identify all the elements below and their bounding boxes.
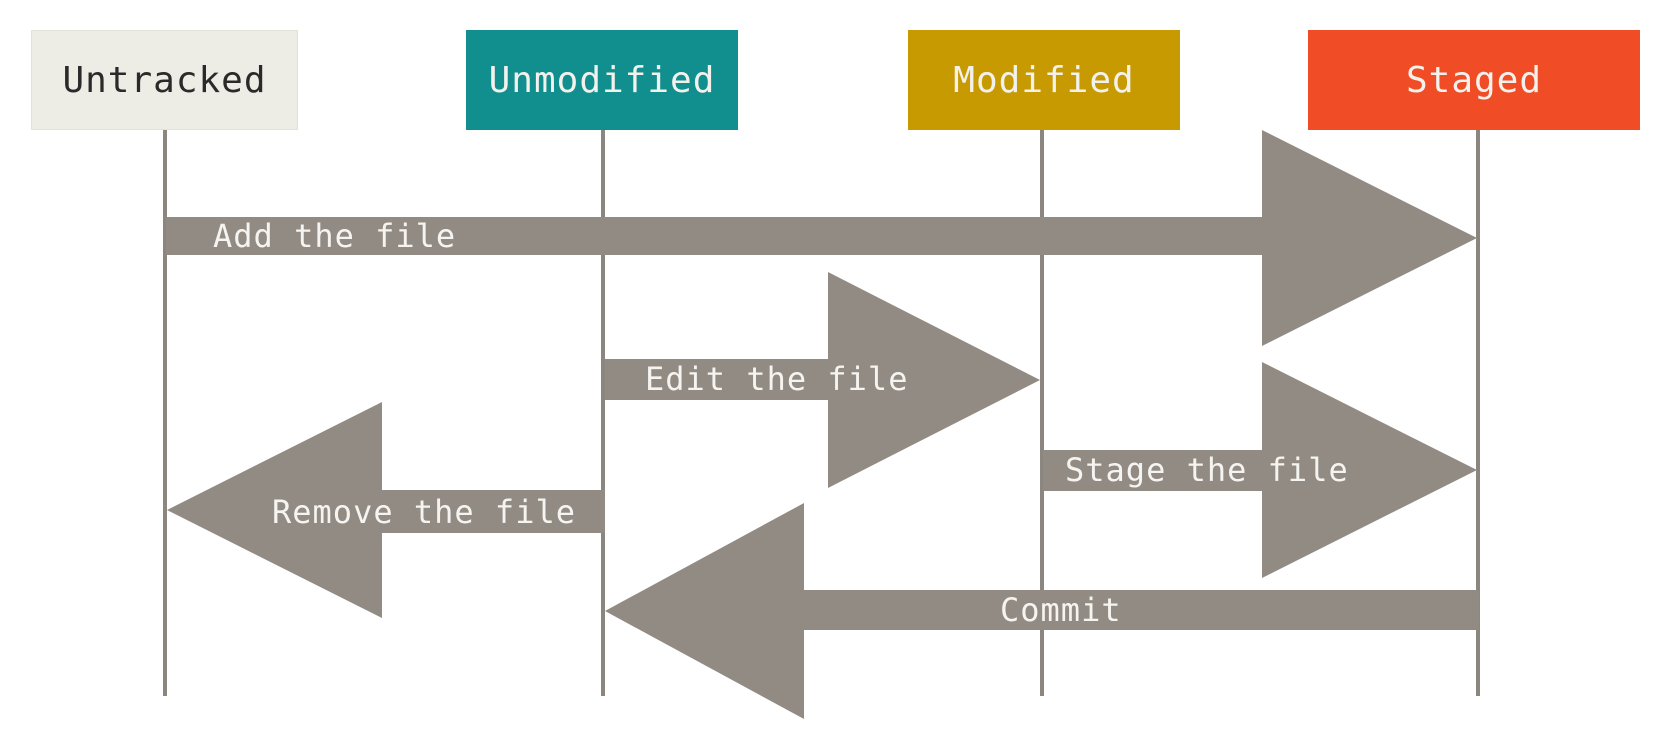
state-label-untracked: Untracked bbox=[62, 59, 267, 101]
arrow-right-icon bbox=[1262, 130, 1477, 346]
arrow-add-the-file-label: Add the file bbox=[213, 217, 457, 255]
arrow-edit-the-file-label: Edit the file bbox=[645, 360, 909, 398]
arrow-edit-the-file-shaft bbox=[605, 359, 828, 400]
state-box-untracked: Untracked bbox=[31, 30, 298, 130]
arrow-left-icon bbox=[605, 503, 804, 719]
state-label-modified: Modified bbox=[953, 59, 1135, 101]
arrow-remove-the-file-shaft bbox=[382, 490, 605, 533]
state-label-unmodified: Unmodified bbox=[488, 59, 716, 101]
lifeline-staged bbox=[1476, 130, 1480, 696]
arrow-remove-the-file-label: Remove the file bbox=[272, 493, 576, 531]
state-box-staged: Staged bbox=[1308, 30, 1640, 130]
state-box-modified: Modified bbox=[908, 30, 1180, 130]
lifeline-modified bbox=[1040, 130, 1044, 696]
arrow-right-icon bbox=[1262, 362, 1477, 578]
state-label-staged: Staged bbox=[1405, 59, 1543, 101]
lifeline-untracked bbox=[163, 130, 167, 696]
arrow-add-the-file-shaft bbox=[166, 217, 1262, 255]
arrow-commit-shaft bbox=[804, 590, 1479, 630]
lifeline-unmodified bbox=[601, 130, 605, 696]
arrow-stage-the-file-shaft bbox=[1043, 450, 1262, 491]
state-box-unmodified: Unmodified bbox=[466, 30, 738, 130]
arrow-right-icon bbox=[828, 272, 1040, 488]
arrow-stage-the-file-label: Stage the file bbox=[1065, 451, 1349, 489]
arrow-left-icon bbox=[167, 402, 382, 618]
arrow-commit-label: Commit bbox=[1000, 591, 1122, 629]
